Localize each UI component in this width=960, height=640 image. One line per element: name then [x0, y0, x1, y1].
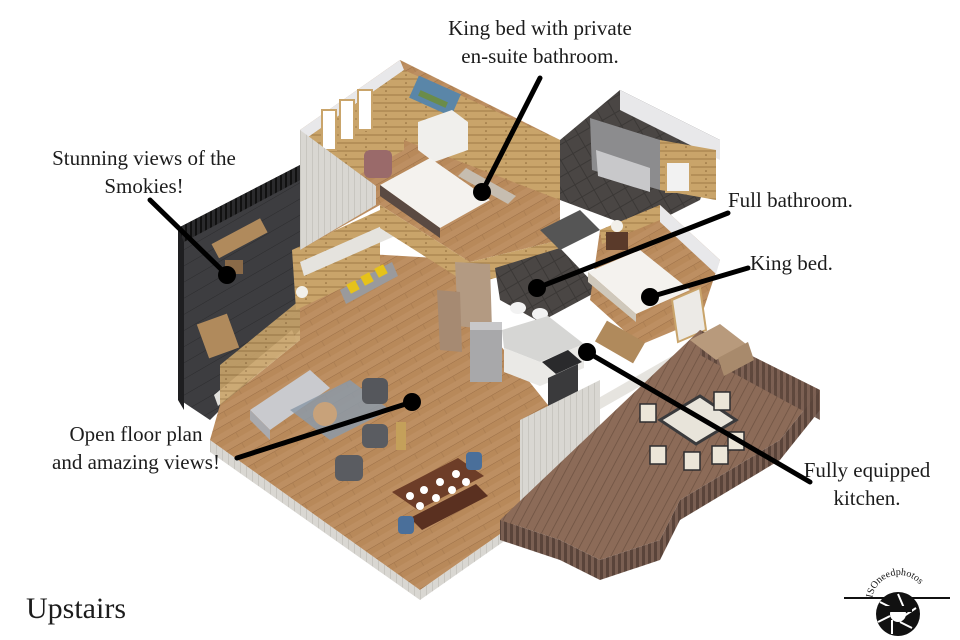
callout-open-floor-plan: Open floor plan and amazing views!: [26, 420, 246, 476]
callout-line: Open floor plan: [69, 422, 203, 446]
callout-line: King bed with private: [448, 16, 632, 40]
exterior-siding-left: [210, 440, 420, 600]
exterior-siding-bottom: [420, 520, 520, 600]
ensuite-bathroom: [560, 90, 720, 230]
callout-master-bedroom: King bed with private en-suite bathroom.: [420, 14, 660, 70]
wood-deck: [500, 324, 820, 580]
callout-dots: [218, 183, 659, 411]
callout-line: Full bathroom.: [728, 188, 853, 212]
second-bedroom: [588, 205, 720, 364]
callout-deck-views: Stunning views of the Smokies!: [24, 144, 264, 200]
callout-line: kitchen.: [833, 486, 901, 510]
dot-deck: [218, 266, 236, 284]
dot-kitchen: [578, 343, 596, 361]
callout-line: Fully equipped: [803, 458, 931, 482]
floor-title: Upstairs: [26, 592, 126, 625]
dot-open-floor: [403, 393, 421, 411]
hall-bench: [437, 262, 492, 352]
callout-king-bed: King bed.: [750, 249, 870, 277]
callout-line: Stunning views of the: [52, 146, 236, 170]
dot-master: [473, 183, 491, 201]
master-bedroom: [300, 60, 560, 262]
callout-full-bathroom: Full bathroom.: [728, 186, 898, 214]
callout-line: Smokies!: [104, 174, 184, 198]
kitchen-area: [470, 316, 584, 406]
window-seat: [292, 210, 404, 310]
callout-line: en-suite bathroom.: [461, 44, 619, 68]
callout-kitchen: Fully equipped kitchen.: [782, 456, 952, 512]
dot-full-bath: [528, 279, 546, 297]
leader-lines: [147, 75, 813, 485]
callout-line: and amazing views!: [52, 450, 220, 474]
isoneedphotos-logo-icon: ISOneedphotos: [844, 567, 950, 636]
callout-line: King bed.: [750, 251, 833, 275]
dot-king-bed: [641, 288, 659, 306]
